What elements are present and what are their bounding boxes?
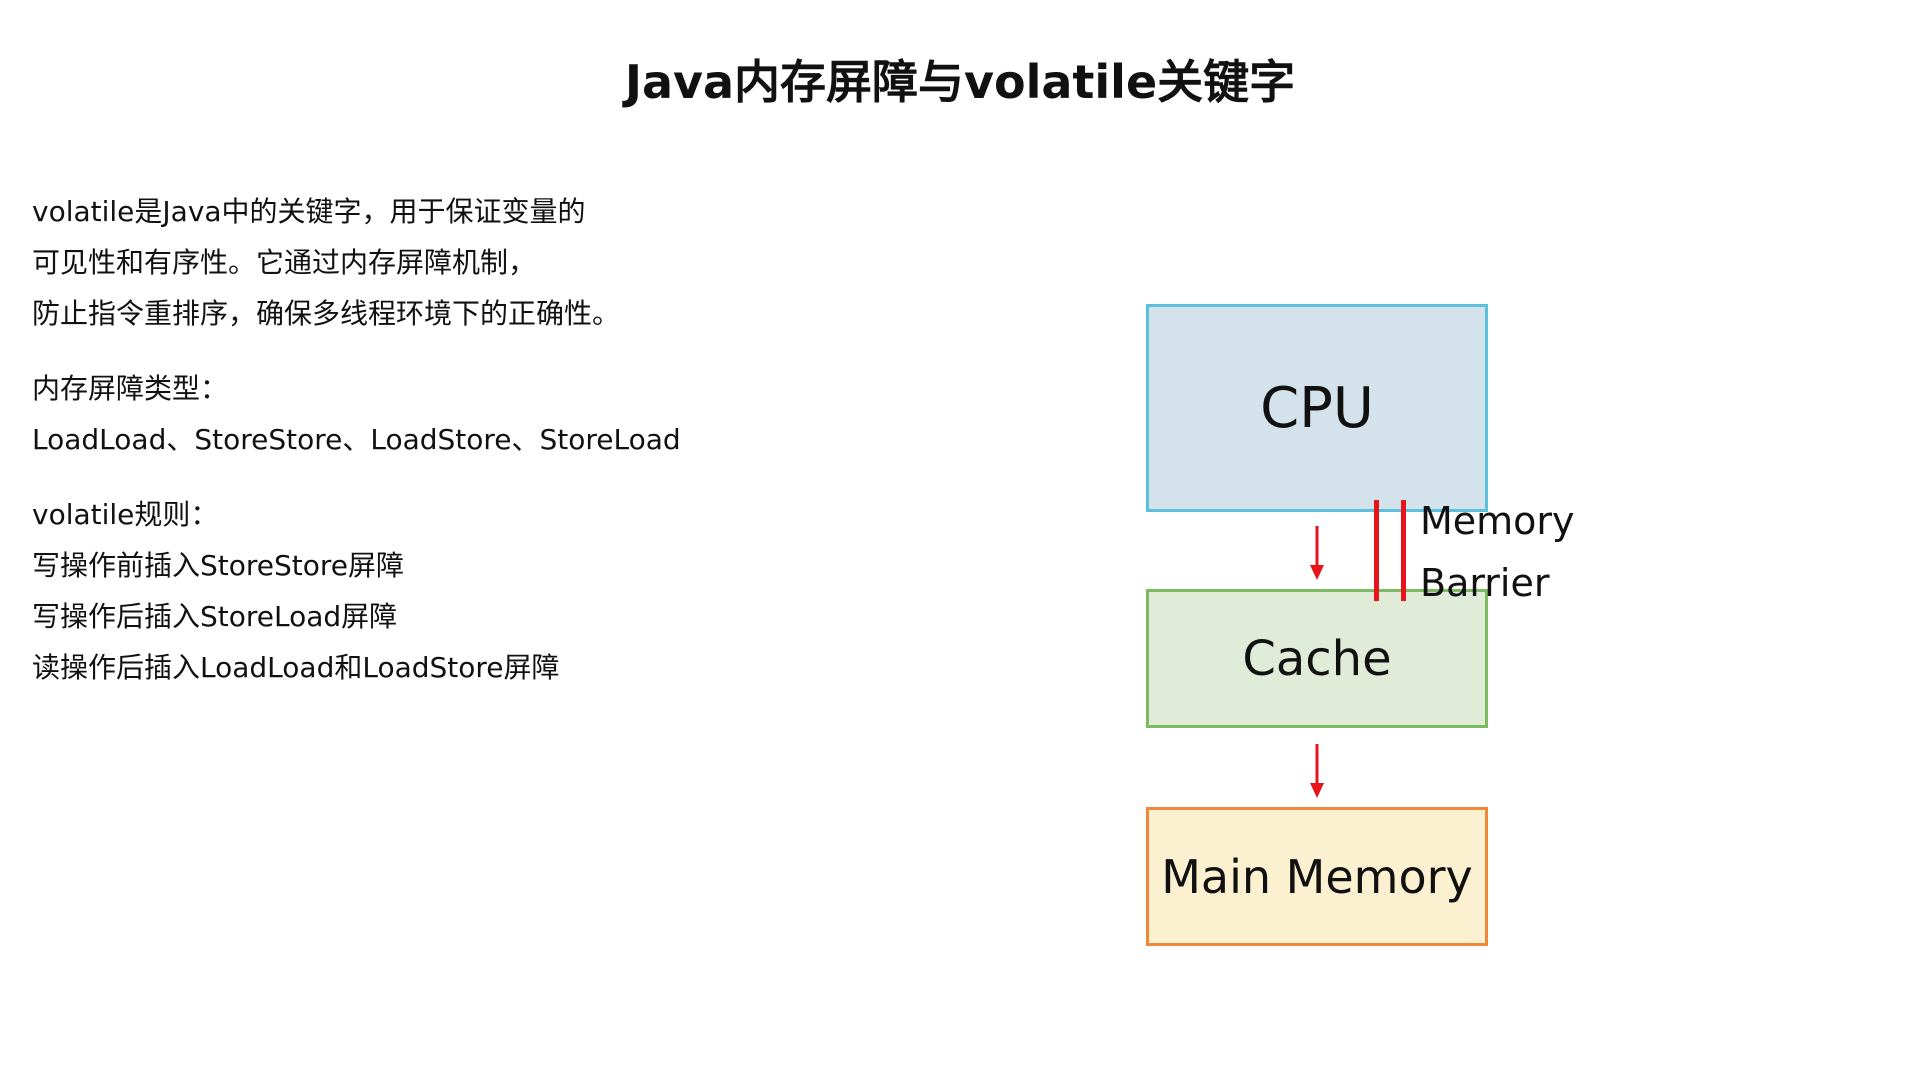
memory-barrier-label-line2: Barrier bbox=[1420, 561, 1550, 605]
page-title: Java内存屏障与volatile关键字 bbox=[624, 55, 1296, 109]
memory-barrier-label: Memory Barrier bbox=[1420, 490, 1575, 614]
memory-barrier-line-right bbox=[1401, 500, 1406, 601]
description-line: 可见性和有序性。它通过内存屏障机制， bbox=[32, 246, 537, 279]
content-panel: volatile是Java中的关键字，用于保证变量的 可见性和有序性。它通过内存… bbox=[32, 186, 892, 693]
volatile-rule-item: 读操作后插入LoadLoad和LoadStore屏障 bbox=[32, 651, 560, 684]
memory-barrier-line-left bbox=[1374, 500, 1379, 601]
volatile-rules-heading: volatile规则： bbox=[32, 498, 219, 531]
cpu-to-cache-arrow bbox=[1310, 526, 1324, 580]
cache-to-main-memory-arrow bbox=[1310, 744, 1324, 798]
cache-label: Cache bbox=[1242, 630, 1392, 687]
memory-barrier-label-line1: Memory bbox=[1420, 499, 1575, 543]
volatile-rule-item: 写操作前插入StoreStore屏障 bbox=[32, 549, 405, 582]
main-memory-box: Main Memory bbox=[1146, 807, 1488, 946]
main-memory-label: Main Memory bbox=[1161, 849, 1473, 904]
cpu-label: CPU bbox=[1260, 375, 1374, 441]
description-line: volatile是Java中的关键字，用于保证变量的 bbox=[32, 195, 586, 228]
barrier-types-heading: 内存屏障类型： bbox=[32, 372, 229, 405]
barrier-types-list: LoadLoad、StoreStore、LoadStore、StoreLoad bbox=[32, 423, 681, 456]
cache-box: Cache bbox=[1146, 589, 1488, 728]
description-line: 防止指令重排序，确保多线程环境下的正确性。 bbox=[32, 297, 621, 330]
volatile-rule-item: 写操作后插入StoreLoad屏障 bbox=[32, 600, 398, 633]
cpu-box: CPU bbox=[1146, 304, 1488, 512]
